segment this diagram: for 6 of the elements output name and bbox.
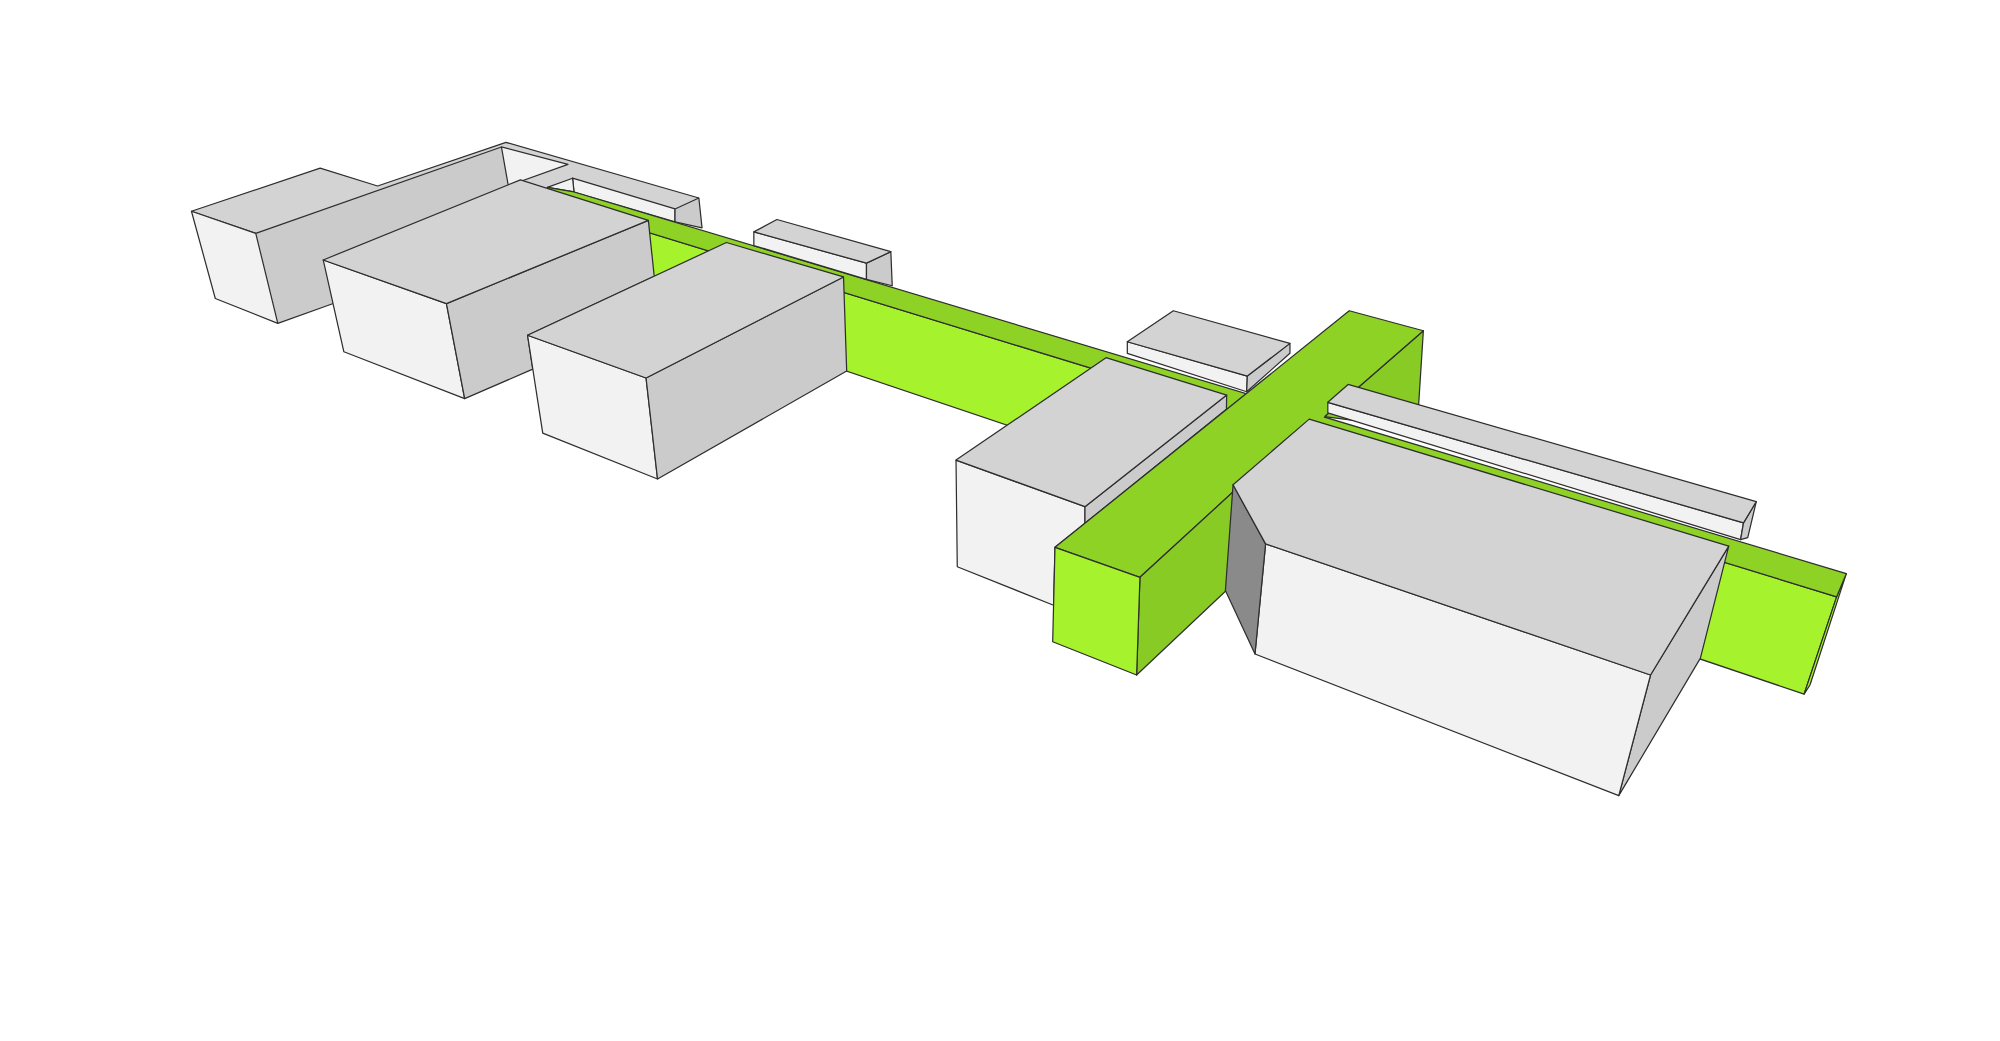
building-block bbox=[526, 241, 848, 480]
building-block bbox=[1126, 310, 1291, 393]
building-block bbox=[190, 141, 703, 325]
building-block bbox=[955, 357, 1228, 606]
building-block bbox=[322, 179, 655, 400]
building-block bbox=[753, 219, 893, 287]
